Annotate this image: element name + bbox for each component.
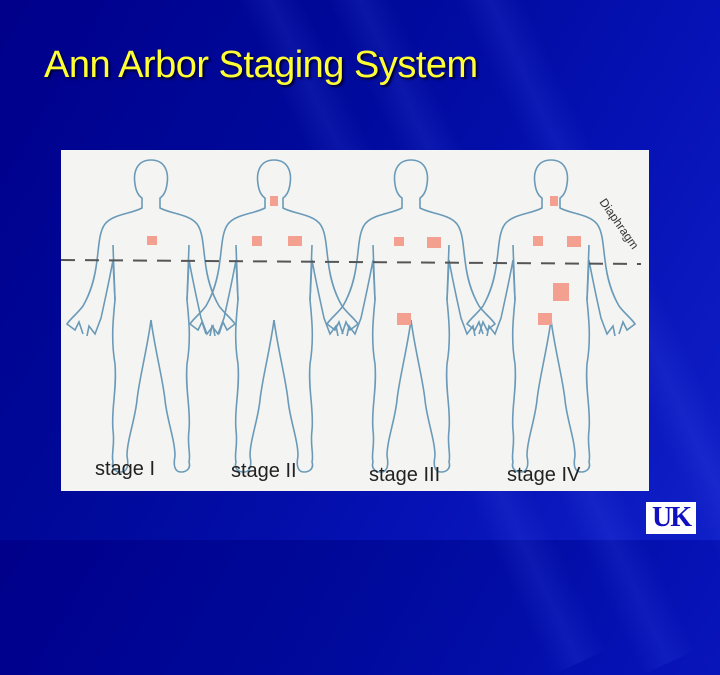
stage-label: stage I bbox=[95, 458, 156, 480]
staging-figure: Diaphragm stage I stage II stage III sta… bbox=[61, 150, 649, 491]
stage-label: stage III bbox=[369, 464, 441, 486]
lesion-markers bbox=[147, 196, 581, 325]
uk-logo: UK bbox=[646, 502, 696, 534]
stage-label: stage II bbox=[231, 460, 297, 482]
slide-title: Ann Arbor Staging System bbox=[44, 44, 478, 86]
logo-text: UK bbox=[652, 502, 692, 533]
body-diagrams: Diaphragm bbox=[61, 159, 642, 473]
stage-label: stage IV bbox=[507, 464, 581, 486]
